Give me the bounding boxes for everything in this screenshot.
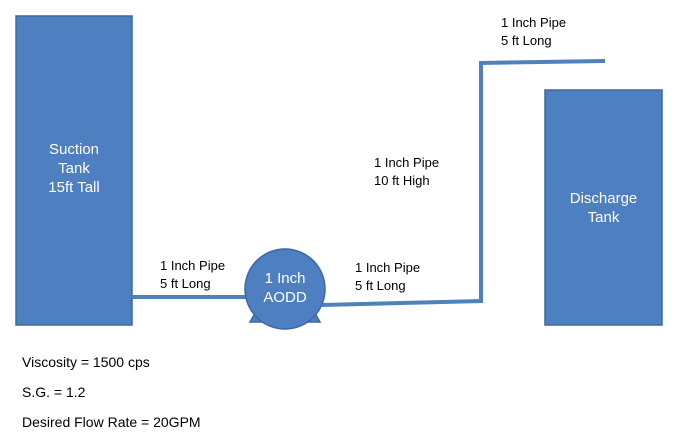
pump-label: 1 Inch AODD — [245, 269, 325, 307]
discharge-tank — [544, 89, 663, 326]
riser-pipe-label-line1: 1 Inch Pipe — [374, 155, 440, 170]
discharge-tank-label-line2: Tank — [587, 209, 620, 226]
suction-tank — [15, 15, 133, 326]
discharge-tank-label: Discharge Tank — [545, 189, 662, 227]
discharge-pipe-label-line1: 1 Inch Pipe — [355, 260, 421, 275]
top-pipe — [478, 59, 606, 65]
top-pipe-label: 1 Inch Pipe 5 ft Long — [501, 14, 566, 50]
suction-tank-label-line3: 15ft Tall — [48, 179, 100, 196]
suction-tank-label-line2: Tank — [58, 160, 90, 177]
pump-label-line1: 1 Inch — [264, 270, 306, 287]
viscosity-text: Viscosity = 1500 cps — [22, 354, 150, 370]
suction-tank-label-line1: Suction — [48, 141, 100, 158]
suction-tank-label: Suction Tank 15ft Tall — [16, 140, 132, 197]
suction-pipe-label: 1 Inch Pipe 5 ft Long — [160, 257, 225, 293]
pump-body — [244, 248, 326, 330]
specific-gravity-text: S.G. = 1.2 — [22, 384, 86, 400]
suction-pipe-label-line1: 1 Inch Pipe — [160, 258, 226, 273]
riser-pipe-label: 1 Inch Pipe 10 ft High — [374, 154, 439, 190]
top-pipe-label-line1: 1 Inch Pipe — [501, 15, 567, 30]
discharge-pipe-label-line2: 5 ft Long — [355, 278, 406, 293]
discharge-pipe-label: 1 Inch Pipe 5 ft Long — [355, 259, 420, 295]
riser-pipe-label-line2: 10 ft High — [374, 173, 430, 188]
discharge-pipe — [321, 299, 484, 307]
suction-pipe-label-line2: 5 ft Long — [160, 276, 211, 291]
top-pipe-label-line2: 5 ft Long — [501, 33, 552, 48]
pump-label-line2: AODD — [263, 289, 307, 306]
flow-rate-text: Desired Flow Rate = 20GPM — [22, 414, 201, 430]
discharge-tank-label-line1: Discharge — [569, 190, 638, 207]
